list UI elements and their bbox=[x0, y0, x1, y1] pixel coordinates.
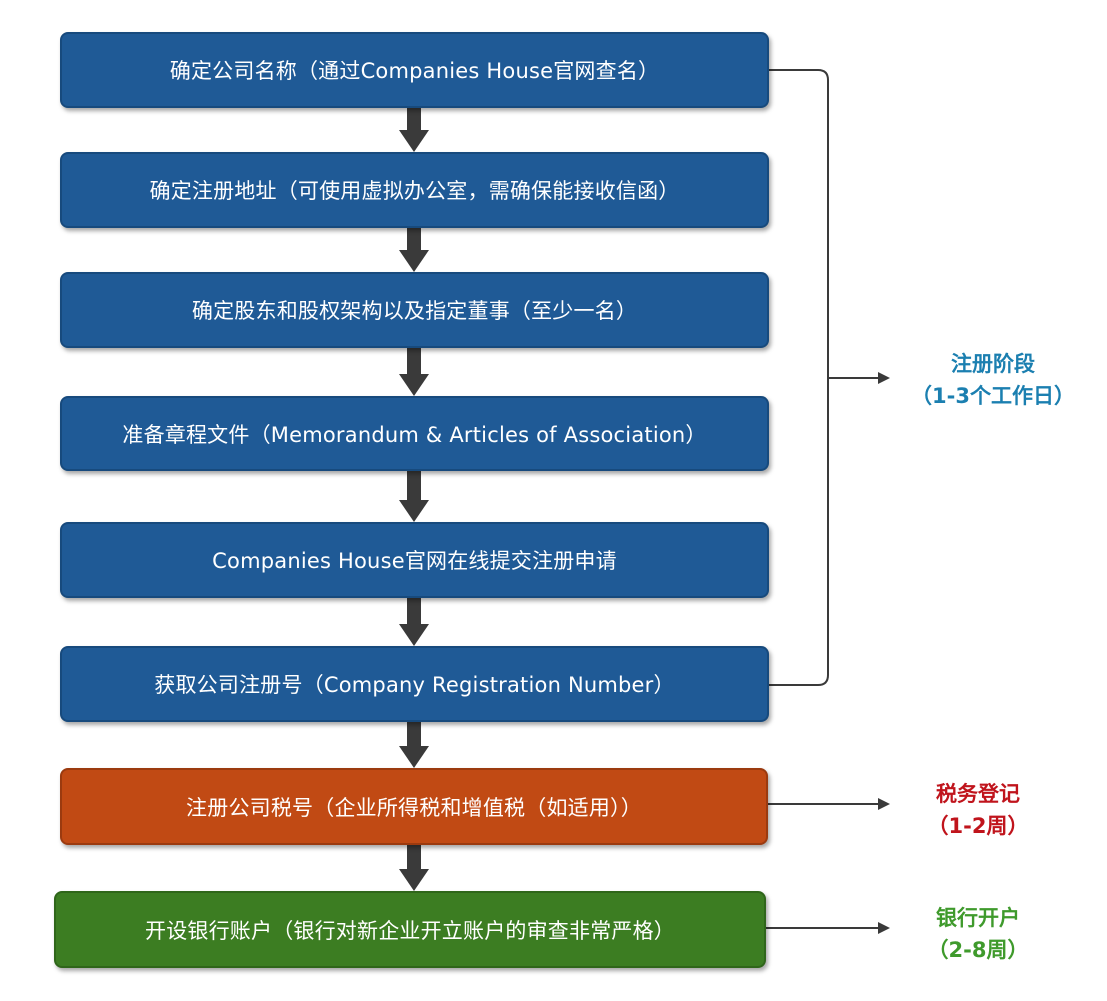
tax-arrow bbox=[768, 798, 890, 810]
stage-registration-name: 注册阶段 bbox=[951, 352, 1035, 376]
flow-arrow-1-2 bbox=[399, 108, 429, 152]
step-articles: 准备章程文件（Memorandum & Articles of Associat… bbox=[60, 396, 769, 471]
stage-label-bank: 银行开户 （2-8周） bbox=[893, 902, 1063, 966]
step-registration-number-text: 获取公司注册号（Company Registration Number） bbox=[154, 673, 675, 697]
step-tax-registration-text: 注册公司税号（企业所得税和增值税（如适用）） bbox=[186, 795, 642, 820]
step-registration-number: 获取公司注册号（Company Registration Number） bbox=[60, 646, 769, 722]
step-bank-account: 开设银行账户（银行对新企业开立账户的审查非常严格） bbox=[54, 891, 766, 968]
stage-registration-duration: （1-3个工作日） bbox=[911, 384, 1075, 408]
step-bank-account-text: 开设银行账户（银行对新企业开立账户的审查非常严格） bbox=[145, 918, 675, 943]
step-online-submission-text: Companies House官网在线提交注册申请 bbox=[212, 549, 617, 573]
flow-arrow-4-5 bbox=[399, 471, 429, 522]
flow-arrow-3-4 bbox=[399, 348, 429, 396]
step-online-submission: Companies House官网在线提交注册申请 bbox=[60, 522, 769, 598]
step-shareholders-directors-text: 确定股东和股权架构以及指定董事（至少一名） bbox=[191, 299, 638, 323]
flow-arrow-5-6 bbox=[399, 598, 429, 646]
step-articles-text: 准备章程文件（Memorandum & Articles of Associat… bbox=[122, 422, 707, 447]
stage-tax-duration: （1-2周） bbox=[927, 814, 1029, 838]
step-tax-registration: 注册公司税号（企业所得税和增值税（如适用）） bbox=[60, 768, 768, 845]
step-registered-address-text: 确定注册地址（可使用虚拟办公室，需确保能接收信函） bbox=[149, 179, 680, 203]
step-registered-address: 确定注册地址（可使用虚拟办公室，需确保能接收信函） bbox=[60, 152, 769, 228]
flow-arrow-2-3 bbox=[399, 228, 429, 272]
step-company-name-text: 确定公司名称（通过Companies House官网查名） bbox=[169, 59, 660, 83]
stage-label-registration: 注册阶段 （1-3个工作日） bbox=[893, 348, 1093, 412]
stage-bank-name: 银行开户 bbox=[936, 906, 1020, 930]
bank-arrow bbox=[766, 922, 890, 934]
stage-label-tax: 税务登记 （1-2周） bbox=[893, 778, 1063, 842]
step-company-name: 确定公司名称（通过Companies House官网查名） bbox=[60, 32, 769, 108]
flow-arrow-6-7 bbox=[399, 722, 429, 768]
flow-arrow-7-8 bbox=[399, 845, 429, 891]
registration-bracket bbox=[769, 69, 890, 686]
flow-arrows bbox=[399, 108, 429, 891]
stage-tax-name: 税务登记 bbox=[936, 782, 1020, 806]
stage-bank-duration: （2-8周） bbox=[927, 938, 1029, 962]
step-shareholders-directors: 确定股东和股权架构以及指定董事（至少一名） bbox=[60, 272, 769, 348]
